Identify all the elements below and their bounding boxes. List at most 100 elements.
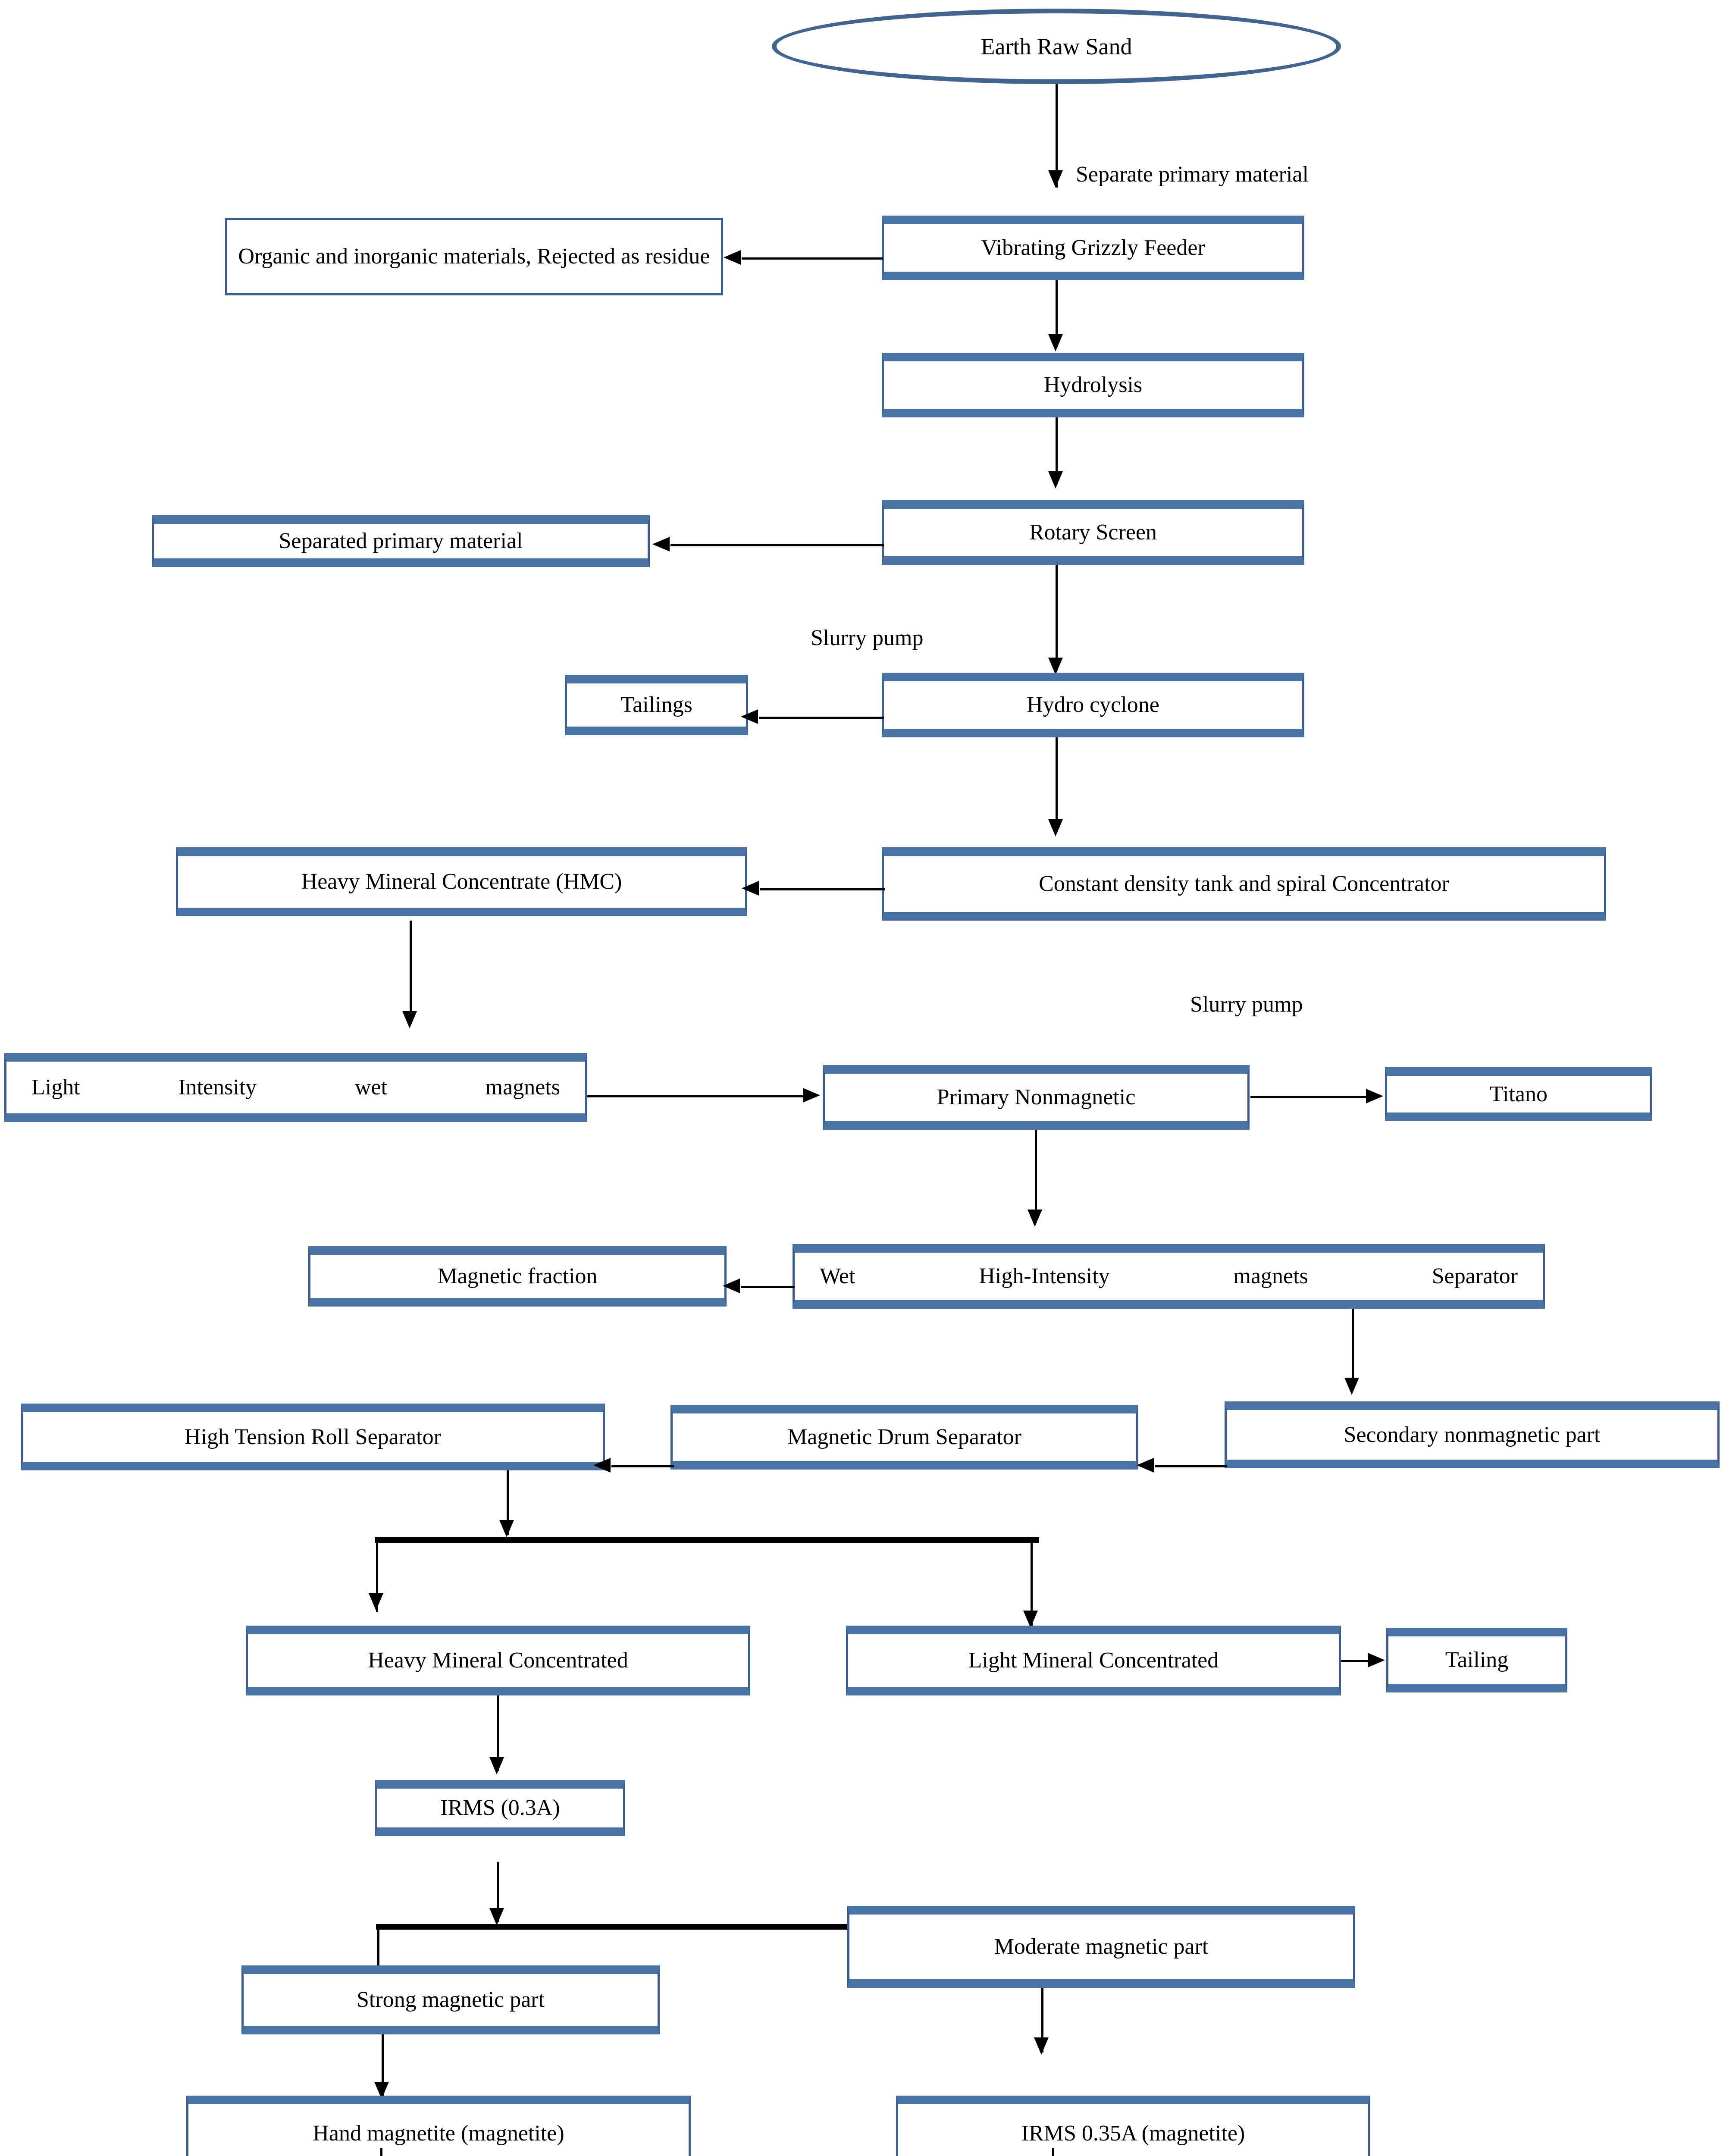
label-word: wet [354,1075,388,1100]
edge-label-slurry-pump-1: Slurry pump [811,626,924,650]
node-label: IRMS (0.3A) [440,1796,560,1820]
label-word: Intensity [178,1075,257,1100]
edge-line [1052,2148,1054,2156]
split-bar [375,1537,1039,1543]
edge-arrowhead [1344,1378,1359,1395]
edge-arrowhead [1048,658,1063,675]
edge-arrowhead [593,1458,611,1473]
node-label: Strong magnetic part [356,1987,545,2012]
node-label: Light Mineral Concentrated [968,1648,1219,1673]
edge-line [1056,565,1058,671]
edge-line [1035,1130,1037,1222]
label-word: High-Intensity [979,1264,1110,1288]
label-word: Wet [820,1264,855,1288]
edge-line [587,1095,805,1097]
node-label: Hydrolysis [1043,373,1143,397]
edge-label-slurry-pump-2: Slurry pump [1190,992,1303,1017]
edge-line [1056,84,1058,188]
node-label: Separated primary material [279,529,523,553]
node-magnetic-drum-separator[interactable]: Magnetic Drum Separator [670,1405,1138,1470]
node-separated-primary-material[interactable]: Separated primary material [152,515,650,567]
node-constant-density-tank-spiral-concentrator[interactable]: Constant density tank and spiral Concent… [882,847,1606,921]
node-label-justified: Wet High-Intensity magnets Separator [802,1260,1535,1293]
node-label: Heavy Mineral Concentrated [368,1648,628,1673]
node-label: Magnetic fraction [437,1264,598,1288]
edge-arrowhead [1048,170,1063,188]
label-word: magnets [1233,1264,1308,1288]
edge-line [1056,737,1058,832]
node-label: Secondary nonmagnetic part [1344,1422,1601,1447]
node-secondary-nonmagnetic-part[interactable]: Secondary nonmagnetic part [1225,1401,1720,1468]
node-label: Earth Raw Sand [981,33,1132,60]
edge-arrowhead [1023,1611,1038,1628]
edge-line [1031,1543,1033,1627]
edge-line [1056,417,1058,484]
edge-arrowhead [402,1011,417,1028]
node-label: Magnetic Drum Separator [787,1425,1021,1449]
node-label: Titano [1490,1081,1548,1106]
node-heavy-mineral-concentrated[interactable]: Heavy Mineral Concentrated [246,1626,750,1695]
node-label: High Tension Roll Separator [185,1424,441,1449]
edge-line [670,544,884,546]
node-label: Rotary Screen [1029,520,1157,545]
edge-line [760,888,885,890]
node-light-intensity-wet-magnets[interactable]: Light Intensity wet magnets [4,1053,587,1122]
edge-arrowhead [1368,1653,1385,1667]
node-magnetic-fraction[interactable]: Magnetic fraction [308,1246,727,1307]
node-heavy-mineral-concentrate[interactable]: Heavy Mineral Concentrate (HMC) [176,847,747,916]
edge-arrowhead [499,1520,514,1537]
edge-arrowhead [1366,1089,1383,1103]
node-vibrating-grizzly-feeder[interactable]: Vibrating Grizzly Feeder [882,216,1304,280]
node-primary-nonmagnetic[interactable]: Primary Nonmagnetic [823,1065,1250,1130]
edge-line [382,2034,384,2097]
node-strong-magnetic-part[interactable]: Strong magnetic part [241,1965,660,2034]
node-irms-035a-magnetite[interactable]: IRMS 0.35A (magnetite) [896,2096,1370,2156]
edge-line [497,1862,499,1922]
node-wet-high-intensity-magnets-separator[interactable]: Wet High-Intensity magnets Separator [793,1244,1545,1309]
node-organic-inorganic-residue[interactable]: Organic and inorganic materials, Rejecte… [225,218,723,295]
edge-line [1155,1465,1227,1467]
edge-line [1352,1309,1354,1388]
node-label: Hydro cyclone [1027,693,1159,717]
edge-arrowhead [1137,1458,1154,1473]
edge-arrowhead [652,537,670,552]
node-moderate-magnetic-part[interactable]: Moderate magnetic part [847,1906,1355,1988]
edge-arrowhead [1048,471,1063,489]
node-irms-03a[interactable]: IRMS (0.3A) [375,1780,625,1836]
node-high-tension-roll-separator[interactable]: High Tension Roll Separator [21,1404,605,1470]
label-word: magnets [485,1075,560,1100]
edge-line [507,1470,509,1535]
edge-arrowhead [1048,334,1063,351]
node-label: Tailing [1445,1648,1509,1672]
node-label: Primary Nonmagnetic [937,1085,1136,1109]
node-hydro-cyclone[interactable]: Hydro cyclone [882,673,1304,737]
edge-line [410,921,412,1024]
node-label: Heavy Mineral Concentrate (HMC) [301,869,622,894]
edge-line [380,2148,382,2156]
edge-line [497,1695,499,1771]
edge-line [611,1465,674,1467]
edge-line [742,257,883,260]
node-rotary-screen[interactable]: Rotary Screen [882,500,1304,565]
edge-line [1250,1096,1368,1098]
node-tailing[interactable]: Tailing [1386,1628,1567,1692]
node-hand-magnetite[interactable]: Hand magnetite (magnetite) [186,2096,691,2156]
node-earth-raw-sand[interactable]: Earth Raw Sand [772,9,1341,84]
edge-label-separate-primary-material: Separate primary material [1076,162,1309,187]
node-tailings[interactable]: Tailings [565,675,748,735]
label-word: Light [31,1075,80,1100]
node-light-mineral-concentrated[interactable]: Light Mineral Concentrated [846,1626,1341,1695]
label-word: Separator [1432,1264,1518,1288]
edge-arrowhead [1034,2037,1049,2055]
node-hydrolysis[interactable]: Hydrolysis [882,353,1304,417]
node-label: Vibrating Grizzly Feeder [981,235,1205,260]
node-label: IRMS 0.35A (magnetite) [1021,2121,1245,2146]
edge-line [741,1286,795,1288]
node-label: Hand magnetite (magnetite) [313,2121,564,2146]
edge-line [377,1930,379,1986]
node-titano[interactable]: Titano [1385,1067,1652,1121]
node-label: Moderate magnetic part [994,1934,1209,1959]
edge-line [1056,280,1058,347]
node-label: Organic and inorganic materials, Rejecte… [238,244,710,269]
